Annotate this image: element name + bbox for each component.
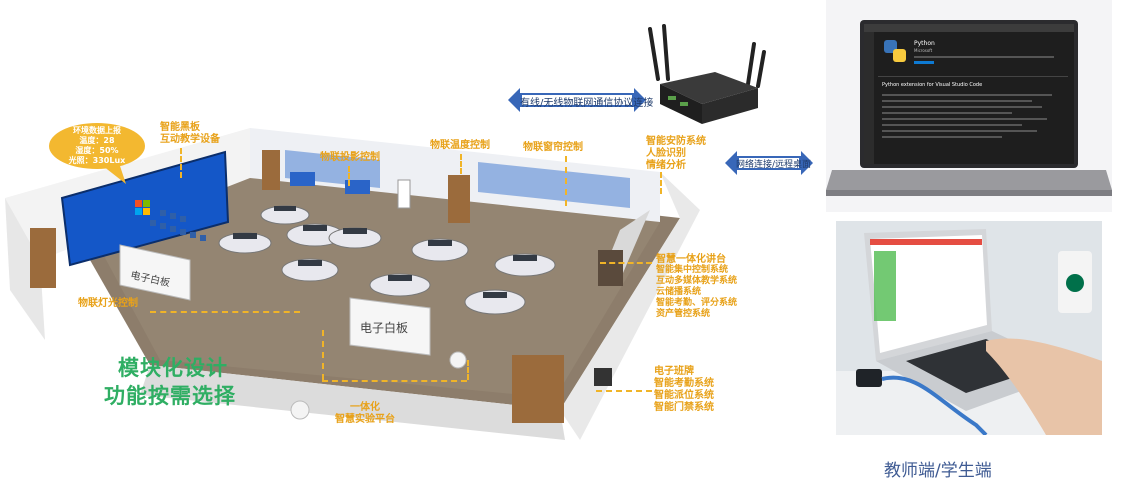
label-desk-line1: 智慧一体化讲台: [656, 254, 726, 265]
label-smart-security-line2: 人脸识别: [646, 148, 686, 159]
label-integrated-desk: 智慧一体化讲台 智能集中控制系统 互动多媒体教学系统 云储播系统 智能考勤、评分…: [656, 254, 737, 320]
student-laptop-photo: [836, 221, 1102, 435]
classroom-illustration: 电子白板 电子白板: [5, 128, 700, 440]
net-link-arrow: [725, 151, 813, 175]
leader-desk: [600, 262, 652, 264]
student-photo-shape: [836, 221, 1102, 435]
leader-platform-v2: [467, 360, 469, 380]
leader-lighting: [150, 311, 300, 313]
env-line-title: 环境数据上报: [73, 126, 121, 135]
ext-publisher: Microsoft: [914, 48, 933, 53]
iot-link-text: 有线/无线物联网通信协议连接: [520, 98, 654, 109]
label-desk-line3: 互动多媒体教学系统: [656, 276, 738, 286]
label-desk-line5: 智能考勤、评分系统: [656, 298, 738, 308]
env-line-temperature: 温度：28: [79, 136, 115, 145]
label-smart-security-line3: 情绪分析: [646, 160, 686, 171]
label-class-board-line1: 电子班牌: [654, 366, 694, 377]
label-experiment-platform: 一体化 智慧实验平台: [335, 402, 395, 426]
ext-heading: Python extension for Visual Studio Code: [882, 82, 983, 88]
env-data-bubble: 环境数据上报 温度：28 湿度：50% 光照：330Lux: [48, 122, 146, 184]
slogan-line2: 功能按需选择: [104, 384, 236, 408]
leader-smart-board: [180, 148, 182, 178]
label-lighting: 物联灯光控制: [78, 298, 138, 309]
label-class-board-line4: 智能门禁系统: [654, 402, 714, 413]
label-desk-line6: 资产管控系统: [656, 309, 711, 319]
device-caption: 教师端/学生端: [884, 461, 992, 481]
label-iot-temperature: 物联温度控制: [430, 140, 490, 151]
slogan-line1: 模块化设计: [118, 356, 228, 380]
python-logo-icon: [884, 40, 906, 62]
env-line-light: 光照：330Lux: [68, 156, 126, 165]
bubble-shape: [49, 123, 145, 184]
label-iot-curtain: 物联窗帘控制: [523, 142, 583, 153]
leader-platform-v1: [322, 330, 324, 380]
leader-curtain: [565, 156, 567, 206]
workstations: [218, 205, 556, 315]
whiteboard-text: 电子白板: [360, 320, 408, 335]
label-class-board: 电子班牌 智能考勤系统 智能派位系统 智能门禁系统: [654, 366, 714, 414]
label-desk-line2: 智能集中控制系统: [656, 265, 729, 275]
label-smart-board-line1: 智能黑板: [160, 122, 200, 133]
teacher-laptop-photo: Python Microsoft Python extension for Vi…: [826, 0, 1112, 212]
label-smart-board: 智能黑板 互动教学设备: [160, 122, 220, 146]
leader-platform: [322, 380, 467, 382]
leader-class-board: [596, 390, 652, 392]
env-line-humidity: 湿度：50%: [75, 146, 119, 155]
label-class-board-line3: 智能派位系统: [654, 390, 714, 401]
label-platform-line1: 一体化: [350, 402, 380, 413]
label-desk-line4: 云储播系统: [656, 287, 702, 297]
label-smart-board-line2: 互动教学设备: [160, 134, 220, 145]
label-iot-projection: 物联投影控制: [320, 152, 380, 163]
label-class-board-line2: 智能考勤系统: [654, 378, 714, 389]
label-platform-line2: 智慧实验平台: [335, 414, 395, 425]
label-smart-security-line1: 智能安防系统: [646, 136, 706, 147]
router-device: [648, 24, 766, 124]
leader-projection: [348, 166, 350, 186]
leader-security: [660, 172, 662, 194]
net-link-text: 网络连接/远程桌面: [736, 160, 812, 170]
ext-title: Python: [914, 40, 935, 47]
leader-temperature: [460, 154, 462, 174]
label-smart-security: 智能安防系统 人脸识别 情绪分析: [646, 136, 706, 172]
vscode-window: Python Microsoft Python extension for Vi…: [864, 24, 1074, 164]
iot-link-arrow: [508, 88, 646, 112]
